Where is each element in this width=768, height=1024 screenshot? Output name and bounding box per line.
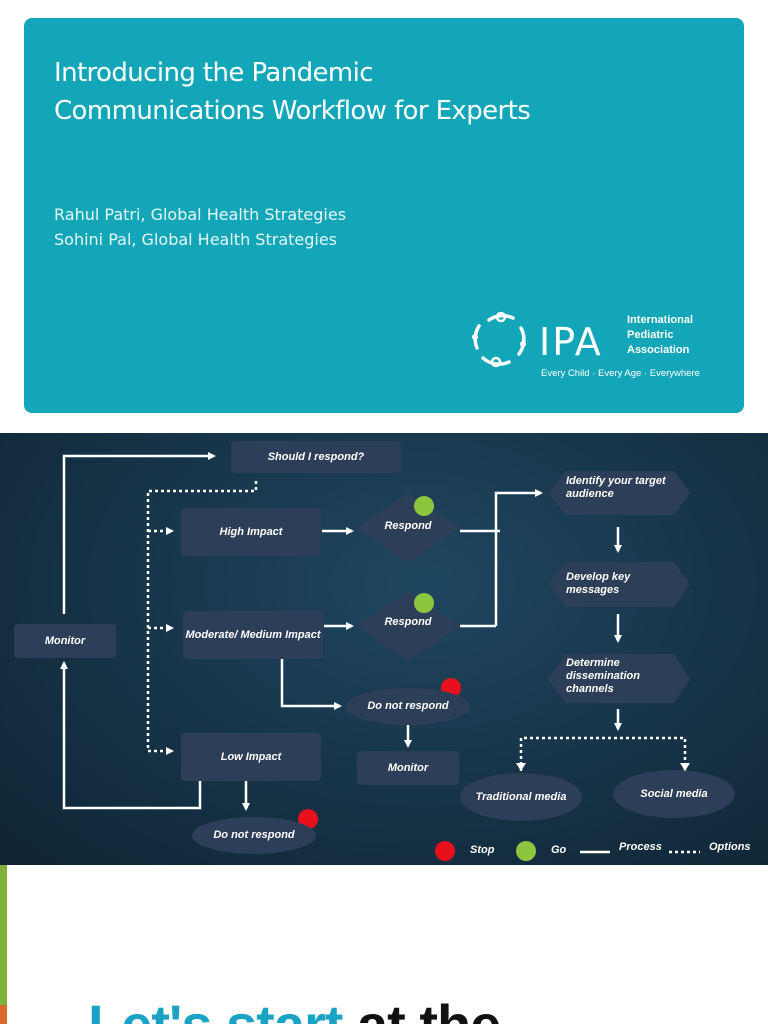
monitor-node-center: Monitor — [357, 751, 459, 785]
respond-label-high: Respond — [384, 519, 432, 532]
slide-title: Introducing the Pandemic Communications … — [54, 58, 531, 126]
accent-bar-lower — [0, 1005, 7, 1024]
ipa-logo: IPA International Pediatric Association … — [469, 308, 729, 388]
slide-heading: Let's start at the — [88, 993, 501, 1024]
legend-go-dot — [516, 841, 536, 861]
author-1: Rahul Patri, Global Health Strategies — [54, 205, 347, 224]
go-indicator-high — [414, 496, 434, 516]
identify-audience-shape — [548, 471, 690, 515]
logo-org-line: Association — [627, 344, 690, 356]
connector-moderate-to-donotrespond — [280, 658, 342, 710]
traditional-media-node: Traditional media — [460, 773, 582, 821]
options-connector-trunk — [146, 481, 258, 751]
develop-messages-shape — [548, 562, 690, 607]
title-slide: Introducing the Pandemic Communications … — [24, 18, 744, 413]
author-list: Rahul Patri, Global Health Strategies So… — [54, 202, 346, 252]
respond-diamond-moderate — [356, 591, 460, 661]
monitor-node-left: Monitor — [14, 624, 116, 658]
logo-tagline: Every Child · Every Age · Everywhere — [541, 368, 700, 379]
determine-channels-label: Determine dissemination channels — [566, 656, 640, 695]
legend-go-label: Go — [551, 844, 567, 856]
next-slide-preview: Let's start at the — [0, 865, 768, 1024]
connector-low-to-monitor — [60, 661, 202, 810]
logo-org-line: International — [627, 314, 694, 326]
logo-org-line: Pediatric — [627, 329, 674, 341]
options-connector-media-split — [519, 736, 687, 771]
develop-messages-label: Develop key messages — [566, 571, 631, 596]
do-not-respond-node-low: Do not respond — [192, 817, 316, 854]
moderate-impact-node: Moderate/ Medium Impact — [183, 611, 323, 659]
legend-process-label: Process — [619, 841, 662, 853]
identify-audience-label: Identify your target audience — [566, 475, 666, 500]
workflow-diagram-slide: Should I respond? Monitor High Impact Mo… — [0, 433, 768, 865]
heading-emphasis: Let's start — [88, 993, 343, 1024]
legend-stop-label: Stop — [470, 844, 495, 856]
ipa-emblem-icon — [472, 311, 526, 368]
should-respond-node: Should I respond? — [231, 441, 401, 473]
legend-options-label: Options — [709, 841, 751, 853]
connector-monitor-to-question — [62, 452, 216, 614]
accent-bar — [0, 865, 7, 1024]
low-impact-node: Low Impact — [181, 733, 321, 781]
do-not-respond-node-moderate: Do not respond — [346, 688, 470, 725]
flow-connectors — [60, 452, 700, 861]
heading-rest: at the — [342, 993, 501, 1024]
high-impact-node: High Impact — [181, 508, 321, 556]
social-media-node: Social media — [613, 770, 735, 818]
author-2: Sohini Pal, Global Health Strategies — [54, 230, 338, 249]
determine-channels-shape — [548, 654, 690, 703]
logo-abbreviation: IPA — [539, 320, 603, 364]
respond-diamond-high — [356, 493, 460, 563]
legend-stop-dot — [435, 841, 455, 861]
respond-label-moderate: Respond — [384, 615, 432, 628]
go-indicator-moderate — [414, 593, 434, 613]
logo-org-name: International Pediatric Association — [627, 313, 693, 358]
connector-to-identify — [494, 489, 543, 626]
